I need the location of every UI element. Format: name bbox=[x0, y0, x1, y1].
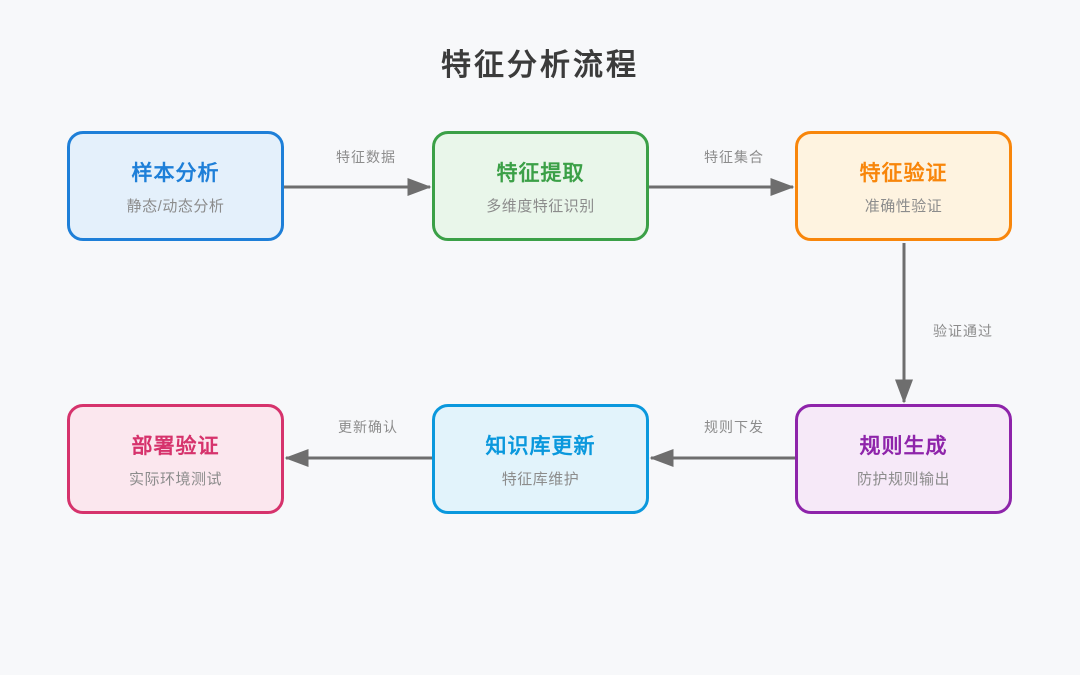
node-knowledge-base-update: 知识库更新 特征库维护 bbox=[432, 404, 649, 514]
node-feature-verification: 特征验证 准确性验证 bbox=[795, 131, 1012, 241]
node-rule-generation: 规则生成 防护规则输出 bbox=[795, 404, 1012, 514]
node-sample-analysis: 样本分析 静态/动态分析 bbox=[67, 131, 284, 241]
node-title: 特征验证 bbox=[859, 161, 948, 185]
node-title: 样本分析 bbox=[131, 161, 220, 185]
diagram-title: 特征分析流程 bbox=[441, 49, 639, 82]
node-subtitle: 准确性验证 bbox=[864, 197, 943, 215]
node-subtitle: 静态/动态分析 bbox=[126, 197, 225, 215]
edge-label: 特征集合 bbox=[704, 149, 764, 165]
node-subtitle: 多维度特征识别 bbox=[486, 197, 595, 215]
node-feature-extraction: 特征提取 多维度特征识别 bbox=[432, 131, 649, 241]
node-subtitle: 防护规则输出 bbox=[856, 470, 950, 488]
node-subtitle: 实际环境测试 bbox=[128, 470, 222, 488]
node-subtitle: 特征库维护 bbox=[501, 470, 580, 488]
edge-label: 更新确认 bbox=[338, 419, 398, 435]
edge-label: 特征数据 bbox=[336, 149, 396, 165]
node-title: 部署验证 bbox=[131, 434, 220, 458]
node-title: 知识库更新 bbox=[485, 434, 596, 458]
edge-label: 规则下发 bbox=[704, 419, 764, 435]
node-title: 规则生成 bbox=[859, 434, 948, 458]
node-deployment-verification: 部署验证 实际环境测试 bbox=[67, 404, 284, 514]
edge-label: 验证通过 bbox=[933, 323, 993, 339]
node-title: 特征提取 bbox=[496, 161, 585, 185]
